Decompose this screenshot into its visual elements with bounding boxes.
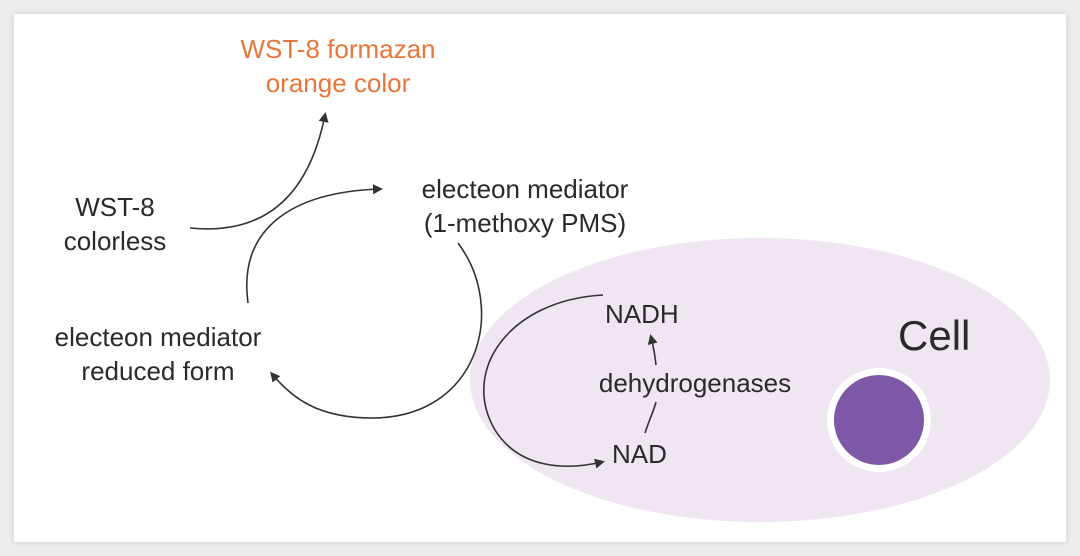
formazan-label-line1: WST-8 formazan bbox=[240, 34, 436, 64]
arrow-wst8-to-formazan bbox=[189, 112, 329, 230]
wst8-label-line2: colorless bbox=[63, 226, 167, 256]
arrow-nad-to-enzyme bbox=[644, 401, 657, 434]
arrow-enzyme-to-nadh bbox=[647, 334, 658, 366]
arrow-nadh-to-nad bbox=[483, 294, 605, 469]
mediator-oxidized-line1: electeon mediator bbox=[421, 174, 629, 204]
nad-label: NAD bbox=[612, 439, 667, 469]
cell-nucleus bbox=[834, 375, 924, 465]
nadh-label: NADH bbox=[605, 299, 679, 329]
mediator-reduced-label: electeon mediator reduced form bbox=[28, 320, 288, 388]
wst8-label: WST-8 colorless bbox=[40, 190, 190, 258]
arrow-reduced-to-mediator bbox=[246, 184, 383, 304]
enzyme-label: dehydrogenases bbox=[598, 368, 792, 398]
formazan-label-line2: orange color bbox=[265, 68, 411, 98]
mediator-reduced-line2: reduced form bbox=[81, 356, 235, 386]
mediator-oxidized-label: electeon mediator (1-methoxy PMS) bbox=[395, 172, 655, 240]
arrow-mediator-to-reduced bbox=[270, 242, 483, 419]
mediator-reduced-line1: electeon mediator bbox=[54, 322, 262, 352]
mediator-oxidized-line2: (1-methoxy PMS) bbox=[423, 208, 627, 238]
cell-label: Cell bbox=[898, 312, 971, 359]
formazan-label: WST-8 formazan orange color bbox=[218, 32, 458, 100]
wst8-label-line1: WST-8 bbox=[75, 192, 155, 222]
